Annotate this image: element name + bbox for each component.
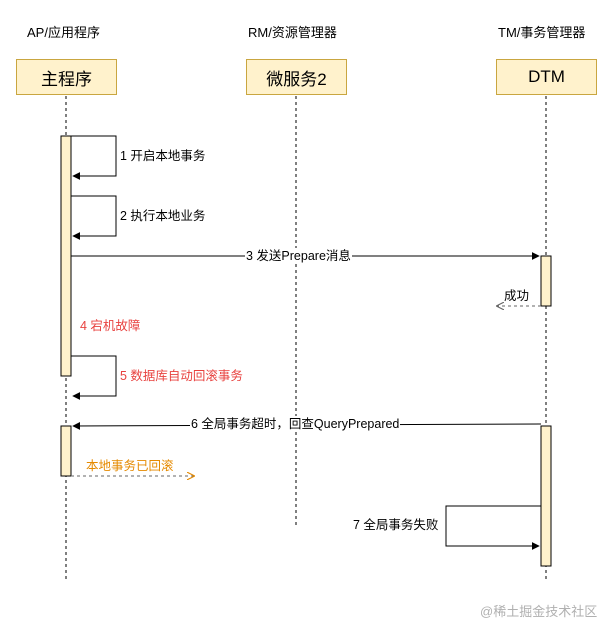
- activation-tm-1: [540, 255, 552, 307]
- watermark: @稀土掘金技术社区: [480, 604, 598, 619]
- participant-box-ap: 主程序: [16, 59, 117, 95]
- failure-label-4: 4 宕机故障: [80, 319, 141, 333]
- activation-ap-1: [60, 135, 72, 377]
- self-call-arrow-7: [445, 505, 541, 550]
- message-label-3: 3 发送Prepare消息: [245, 248, 352, 264]
- self-call-arrow-5: [71, 355, 117, 400]
- activation-tm-2: [540, 425, 552, 567]
- message-label-1: 1 开启本地事务: [120, 149, 206, 163]
- role-label-rm: RM/资源管理器: [248, 25, 337, 40]
- message-label-6: 6 全局事务超时，回查QueryPrepared: [190, 416, 401, 432]
- self-call-arrow-1: [71, 135, 117, 180]
- participant-box-rm: 微服务2: [246, 59, 347, 95]
- role-label-ap: AP/应用程序: [27, 25, 100, 40]
- participant-box-tm: DTM: [496, 59, 597, 95]
- activation-ap-2: [60, 425, 72, 477]
- message-label-7: 7 全局事务失败: [353, 518, 439, 532]
- failure-label-5: 5 数据库自动回滚事务: [120, 369, 243, 383]
- role-label-tm: TM/事务管理器: [498, 25, 586, 40]
- message-label-2: 2 执行本地业务: [120, 209, 206, 223]
- self-call-arrow-2: [71, 195, 117, 240]
- reply-label-rolled-back: 本地事务已回滚: [86, 459, 174, 473]
- reply-label-success: 成功: [504, 289, 530, 303]
